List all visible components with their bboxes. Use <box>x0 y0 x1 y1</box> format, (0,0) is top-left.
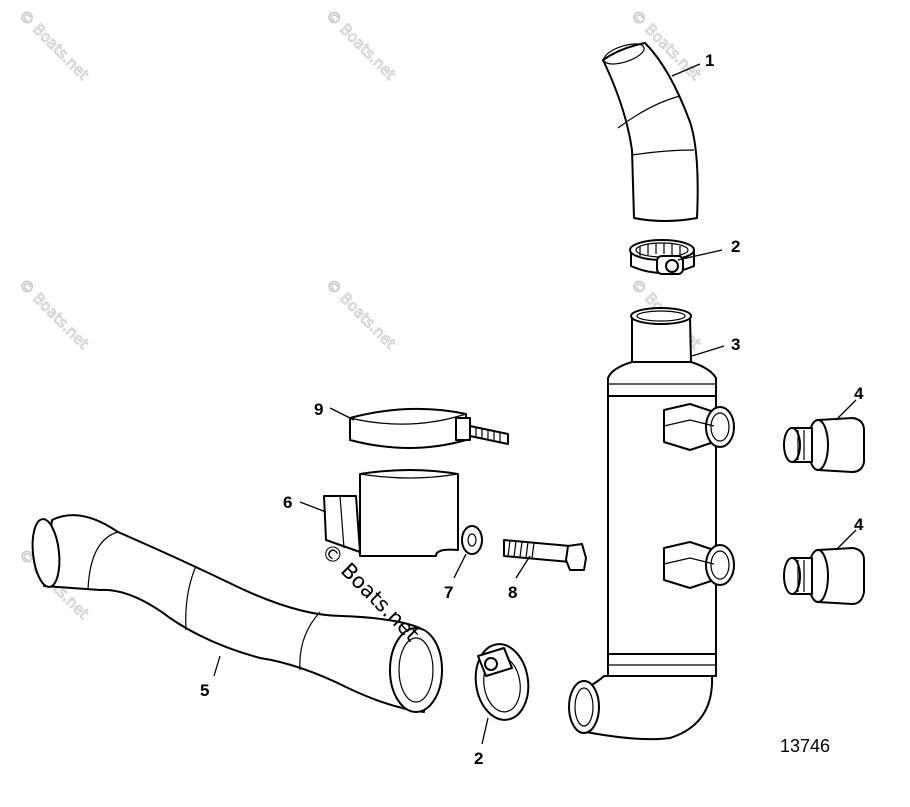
callout-4-upper: 4 <box>854 384 864 403</box>
part-4-plug-lower <box>783 547 865 605</box>
callout-9: 9 <box>314 400 323 419</box>
part-3-exchanger-body <box>568 307 735 741</box>
part-2-upper-clamp <box>629 239 695 275</box>
leader-line <box>481 717 489 745</box>
part-4-plug-upper <box>783 417 865 473</box>
callout-7: 7 <box>444 583 453 602</box>
part-8-bolt <box>503 539 587 571</box>
part-5-curved-hose <box>31 514 443 713</box>
leader-line <box>677 249 723 261</box>
leader-line <box>835 399 857 421</box>
callout-5: 5 <box>200 681 209 700</box>
leader-line <box>329 407 355 421</box>
leader-line <box>515 555 531 579</box>
callout-2-upper: 2 <box>731 237 740 256</box>
leader-line <box>671 63 701 77</box>
watermark-text: © Boats.net <box>15 275 93 353</box>
part-6-bracket <box>323 469 459 557</box>
leader-line <box>453 553 467 579</box>
leader-line <box>299 501 327 513</box>
watermark-text: © Boats.net <box>322 6 400 84</box>
watermark-text: © Boats.net <box>15 6 93 84</box>
part-1-elbow-hose <box>602 42 699 222</box>
callout-6: 6 <box>283 493 292 512</box>
callout-3: 3 <box>731 335 740 354</box>
callout-2-lower: 2 <box>474 749 483 768</box>
leader-line <box>835 529 857 551</box>
callout-1: 1 <box>705 51 714 70</box>
part-9-band-clamp <box>349 407 509 449</box>
figure-number: 13746 <box>780 736 830 756</box>
callout-8: 8 <box>508 583 517 602</box>
leader-line <box>213 655 221 677</box>
part-2-lower-clamp <box>474 643 530 721</box>
part-7-washer <box>461 525 483 555</box>
watermark-text: © Boats.net <box>322 275 400 353</box>
leader-line <box>691 345 725 357</box>
callout-4-lower: 4 <box>854 515 864 534</box>
